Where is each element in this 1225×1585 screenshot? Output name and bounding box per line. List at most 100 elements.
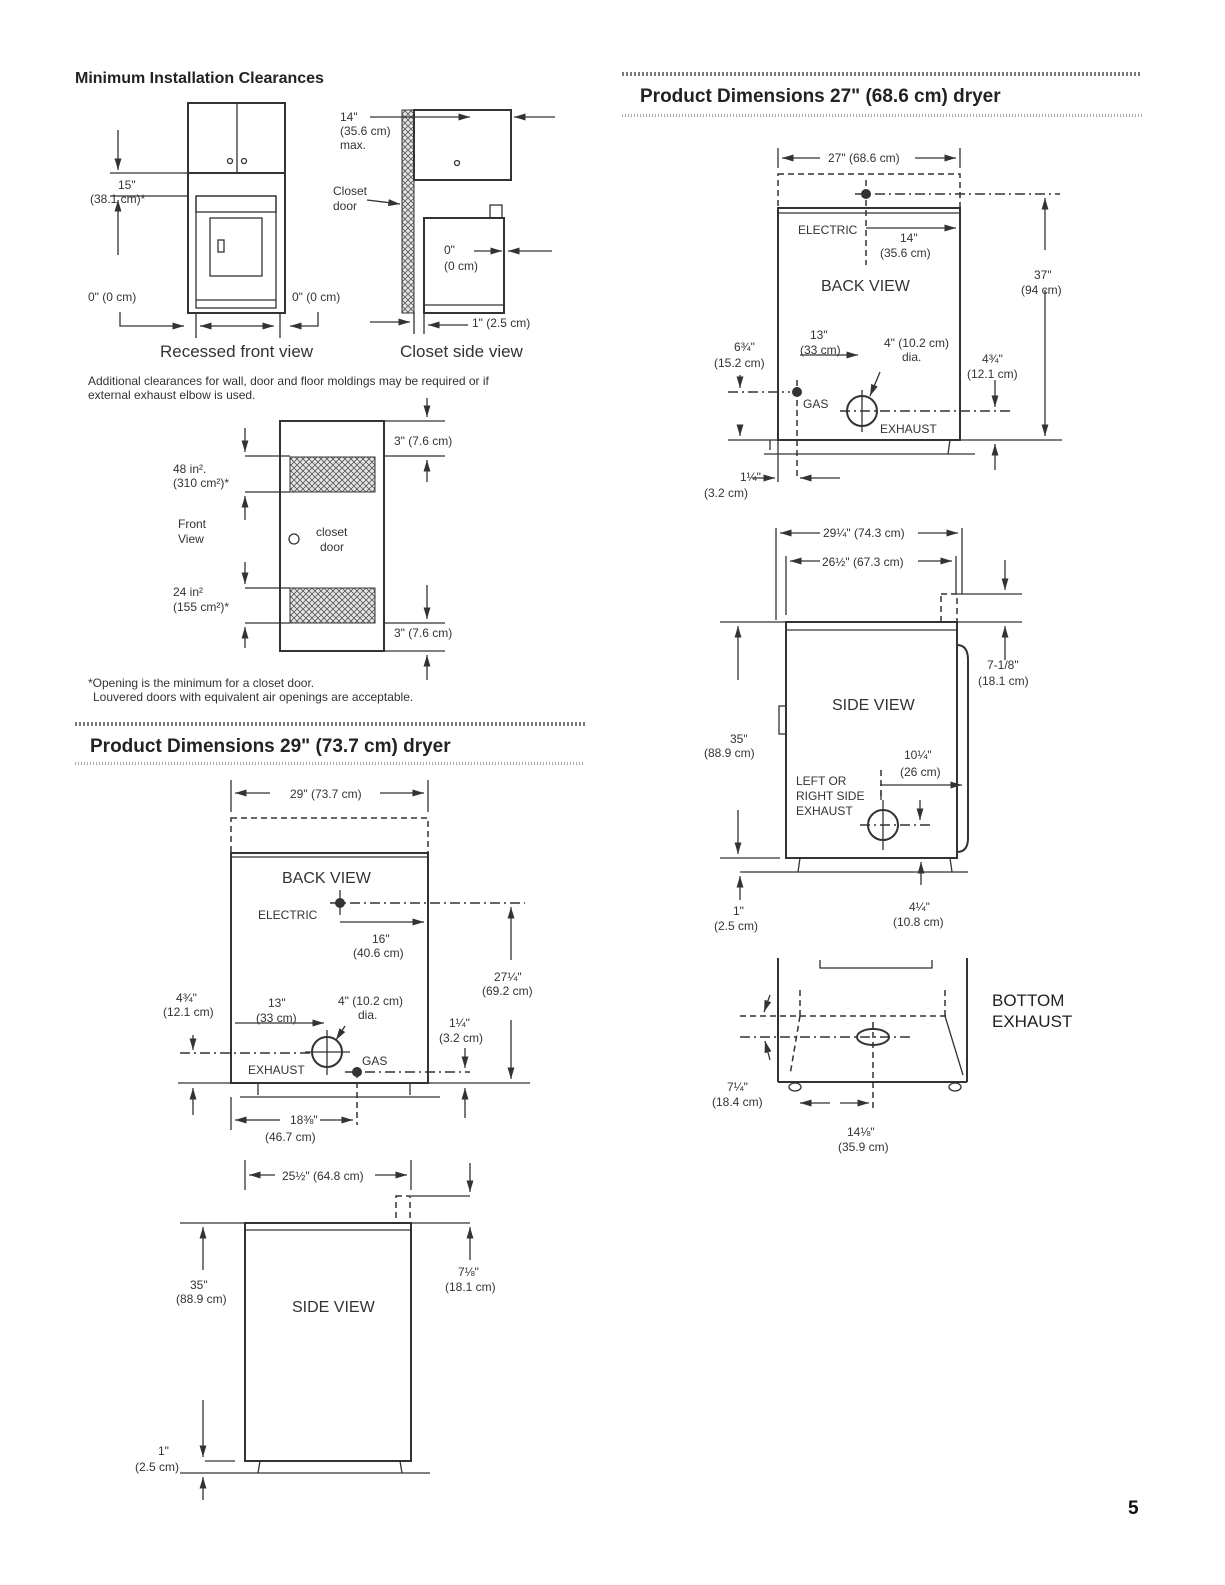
recessed-front-view	[110, 102, 319, 338]
additional-note-1: Additional clearances for wall, door and…	[88, 374, 489, 388]
d29-side-height-cm: (88.9 cm)	[176, 1292, 227, 1306]
d27-exhaust-x-in: 10¼"	[904, 748, 932, 762]
dryer27-side-view	[720, 528, 1022, 900]
section-rule-29-bottom	[75, 762, 585, 765]
d29-height-cm: (69.2 cm)	[482, 984, 533, 998]
page-number: 5	[1128, 1498, 1139, 1519]
dryer29-back-view	[178, 780, 530, 1130]
section-rule-27-top	[622, 72, 1142, 76]
d27-exh-x-in: 13"	[810, 328, 828, 342]
d29-dia: dia.	[358, 1008, 378, 1022]
d27-exhaust-x-cm: (26 cm)	[900, 765, 941, 779]
d29-gas-h-cm: (3.2 cm)	[439, 1031, 484, 1045]
d29-elec-cm: (40.6 cm)	[353, 946, 404, 960]
door-lower-area-in: 24 in²	[173, 585, 204, 599]
footnote-2: Louvered doors with equivalent air openi…	[93, 690, 414, 704]
door-bottom-gap: 3" (7.6 cm)	[394, 626, 453, 640]
dryer29-side-view	[180, 1160, 474, 1500]
side-top-cm: (35.6 cm)	[340, 124, 391, 138]
d27-bottom-x-in: 14⅛"	[847, 1125, 875, 1139]
d27-side-title: SIDE VIEW	[832, 697, 915, 714]
d27-gas: GAS	[803, 397, 829, 411]
section-rule-29-top	[75, 722, 585, 726]
d27-dia-in: 4" (10.2 cm)	[884, 336, 949, 350]
front-top-cm: (38.1 cm)*	[90, 192, 146, 206]
d27-elec-cm: (35.6 cm)	[880, 246, 931, 260]
dryer27-back-view	[728, 148, 1062, 482]
d27-gas-offset-cm: (3.2 cm)	[704, 486, 749, 500]
d29-back-width: 29" (73.7 cm)	[290, 787, 362, 801]
d29-side-vent-in: 7⅛"	[458, 1265, 479, 1279]
front-top-in: 15"	[118, 178, 136, 192]
d29-elec-in: 16"	[372, 932, 390, 946]
side-closet-door-2: door	[333, 199, 358, 213]
d27-gas-left-cm: (15.2 cm)	[714, 356, 765, 370]
d27-back-width: 27" (68.6 cm)	[828, 151, 900, 165]
side-view-caption: Closet side view	[400, 342, 523, 361]
d29-exhaust: EXHAUST	[248, 1063, 305, 1077]
clearances-heading: Minimum Installation Clearances	[75, 70, 324, 87]
d27-height-cm: (94 cm)	[1021, 283, 1062, 297]
side-top-in: 14"	[340, 110, 358, 124]
d27-bottom-h-cm: (18.4 cm)	[712, 1095, 763, 1109]
side-top-max: max.	[340, 138, 367, 152]
side-front-gap: 1" (2.5 cm)	[472, 316, 531, 330]
additional-note-2: external exhaust elbow is used.	[88, 388, 256, 402]
d29-exh-x-cm: (33 cm)	[256, 1011, 297, 1025]
side-rear-in: 0"	[444, 243, 455, 257]
side-rear-cm: (0 cm)	[444, 259, 478, 273]
section-rule-27-bottom	[622, 114, 1142, 117]
d27-gas-left-in: 6¾"	[734, 340, 755, 354]
d29-side-title: SIDE VIEW	[292, 1299, 375, 1316]
door-top-gap: 3" (7.6 cm)	[394, 434, 453, 448]
dryer29-heading: Product Dimensions 29" (73.7 cm) dryer	[90, 736, 451, 757]
d29-gas-h-in: 1¼"	[449, 1016, 470, 1030]
door-lower-area-cm: (155 cm²)*	[173, 600, 230, 614]
door-closet-1: closet	[316, 525, 348, 539]
d29-gas: GAS	[362, 1054, 388, 1068]
door-front-1: Front	[178, 517, 207, 531]
d29-height-in: 27¼"	[494, 970, 522, 984]
d29-side-vent-cm: (18.1 cm)	[445, 1280, 496, 1294]
door-closet-2: door	[320, 540, 345, 554]
d27-electric: ELECTRIC	[798, 223, 858, 237]
d27-bottom-x-cm: (35.9 cm)	[838, 1140, 889, 1154]
d27-depth-body: 26½" (67.3 cm)	[822, 555, 904, 569]
d29-side-height-in: 35"	[190, 1278, 208, 1292]
front-view-caption: Recessed front view	[160, 342, 314, 361]
door-upper-area-cm: (310 cm²)*	[173, 476, 230, 490]
d27-bottom-title-1: BOTTOM	[992, 991, 1065, 1010]
d29-gas-x-in: 18⅜"	[290, 1113, 318, 1127]
d27-exh-x-cm: (33 cm)	[800, 343, 841, 357]
d27-side-exhaust: EXHAUST	[796, 804, 853, 818]
front-side-right: 0" (0 cm)	[292, 290, 341, 304]
d27-dia: dia.	[902, 350, 922, 364]
d27-side-height-in: 35"	[730, 732, 748, 746]
d29-dia-in: 4" (10.2 cm)	[338, 994, 403, 1008]
dryer27-bottom-exhaust	[740, 958, 968, 1110]
d27-side-height-cm: (88.9 cm)	[704, 746, 755, 760]
door-upper-area-in: 48 in².	[173, 462, 207, 476]
dryer27-heading: Product Dimensions 27" (68.6 cm) dryer	[640, 86, 1001, 107]
d27-exh-h-cm: (10.8 cm)	[893, 915, 944, 929]
closet-door-view	[241, 398, 445, 680]
d29-side-foot-cm: (2.5 cm)	[135, 1460, 180, 1474]
d27-bottom-h-in: 7¼"	[727, 1080, 748, 1094]
d29-exh-left-cm: (12.1 cm)	[163, 1005, 214, 1019]
door-front-2: View	[178, 532, 204, 546]
d29-exh-left-in: 4¾"	[176, 991, 197, 1005]
d27-depth-total: 29¼" (74.3 cm)	[823, 526, 905, 540]
d29-side-depth: 25½" (64.8 cm)	[282, 1169, 364, 1183]
d27-left-or: LEFT OR	[796, 774, 847, 788]
d27-exh-right-in: 4¾"	[982, 352, 1003, 366]
d29-electric: ELECTRIC	[258, 908, 318, 922]
d27-side-vent-in: 7-1/8"	[987, 658, 1019, 672]
d29-gas-x-cm: (46.7 cm)	[265, 1130, 316, 1144]
d27-height-in: 37"	[1034, 268, 1052, 282]
d27-right-side: RIGHT SIDE	[796, 789, 865, 803]
d27-side-foot-cm: (2.5 cm)	[714, 919, 759, 933]
d27-back-title: BACK VIEW	[821, 278, 910, 295]
closet-side-view	[366, 109, 555, 334]
front-side-left: 0" (0 cm)	[88, 290, 137, 304]
